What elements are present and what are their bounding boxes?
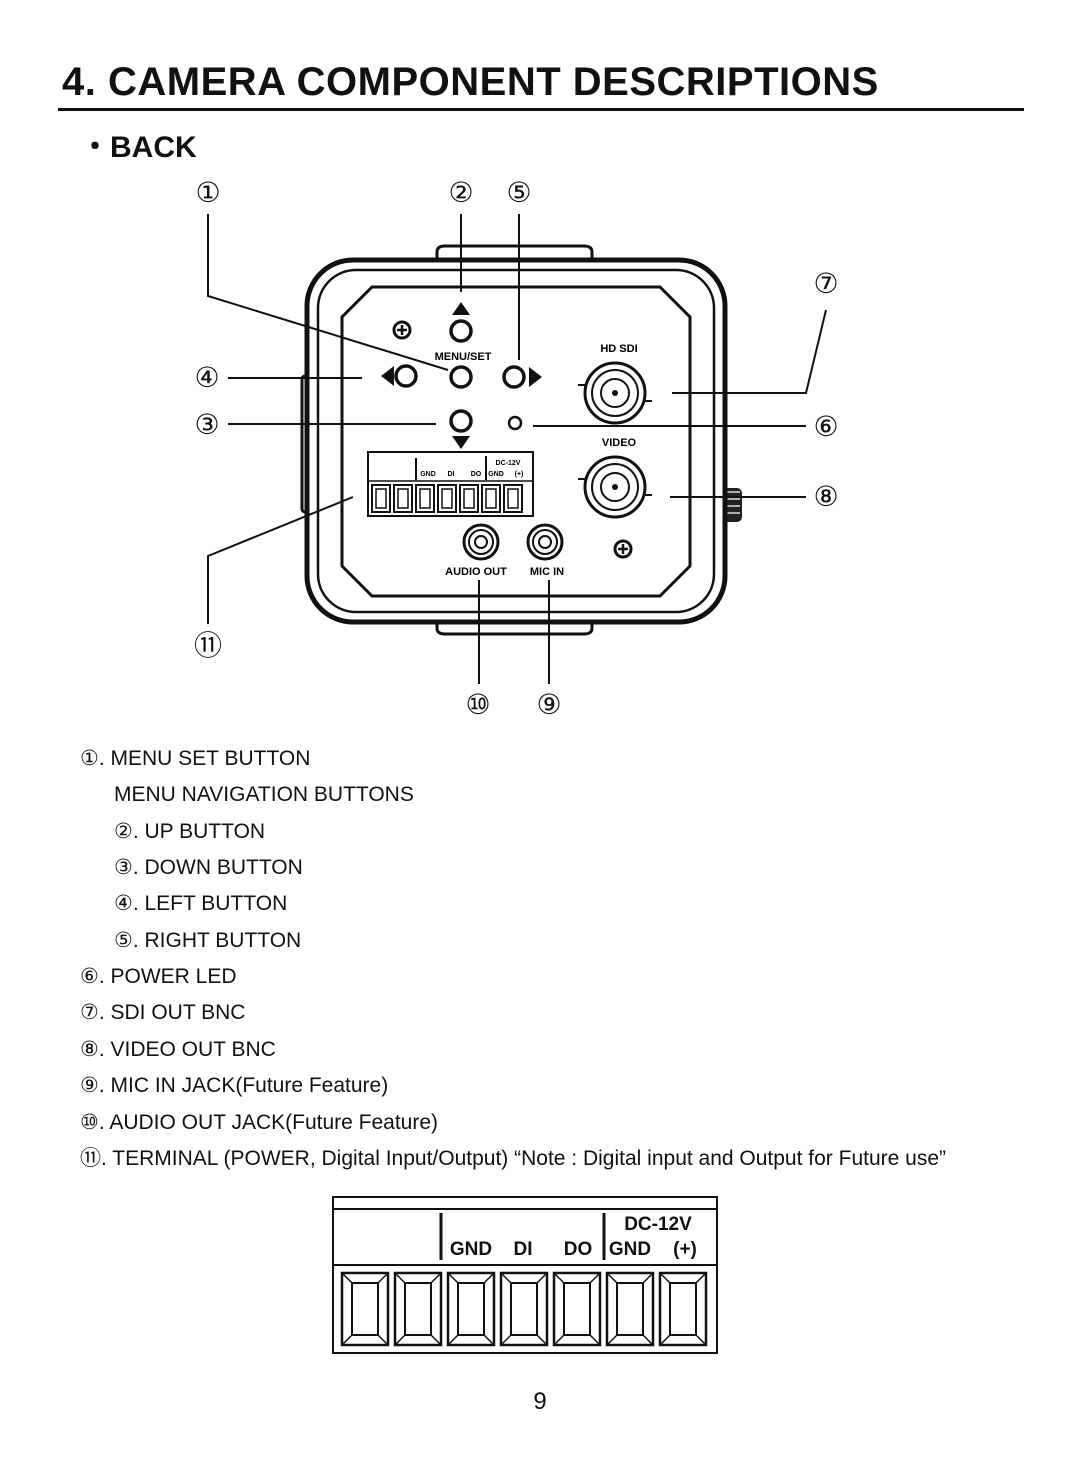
terminal-dc-label: DC-12V xyxy=(624,1214,692,1235)
legend-item: ⑤. RIGHT BUTTON xyxy=(114,929,302,952)
terminal-small-gnd2-label: GND xyxy=(488,471,504,478)
camera-back-diagram: MENU/SET HD SDI VIDEO DC-12V GND DI DO G… xyxy=(194,176,839,721)
power-led xyxy=(507,415,523,431)
terminal-pin xyxy=(340,1271,390,1347)
callout-1: ① xyxy=(195,176,220,209)
audio-out-label: AUDIO OUT xyxy=(445,566,507,578)
callout-9: ⑨ xyxy=(536,688,561,721)
menu-set-label: MENU/SET xyxy=(435,351,492,363)
camera-body-mid xyxy=(316,268,716,614)
video-label: VIDEO xyxy=(602,437,637,449)
leader-line-7 xyxy=(672,309,827,394)
legend-item: ⑩. AUDIO OUT JACK(Future Feature) xyxy=(80,1111,439,1134)
legend-item: ⑥. POWER LED xyxy=(80,965,237,988)
callout-2: ② xyxy=(448,176,473,209)
terminal-pin xyxy=(446,1271,496,1347)
down-button xyxy=(449,409,473,433)
legend-item: ②. UP BUTTON xyxy=(114,820,266,843)
terminal-pin xyxy=(552,1271,602,1347)
up-button xyxy=(449,319,473,343)
callout-3: ③ xyxy=(194,408,219,441)
leader-line-11 xyxy=(207,496,354,624)
section-heading: ・BACK xyxy=(80,131,197,164)
terminal-pin xyxy=(658,1271,708,1347)
terminal-pin xyxy=(499,1271,549,1347)
terminal-pin xyxy=(605,1271,655,1347)
callout-8: ⑧ xyxy=(813,480,838,513)
terminal-small-di-label: DI xyxy=(448,471,455,478)
screw-icon xyxy=(613,539,633,559)
terminal-block-small: DC-12V GND DI DO GND (+) xyxy=(367,451,534,517)
callout-11: ⑪ xyxy=(194,629,222,662)
callout-4: ④ xyxy=(194,361,219,394)
mic-in-jack xyxy=(526,523,564,561)
terminal-pin xyxy=(393,1271,443,1347)
up-arrow-icon xyxy=(452,302,470,315)
page-number: 9 xyxy=(533,1388,547,1415)
hd-sdi-label: HD SDI xyxy=(600,343,637,355)
terminal-di-label: DI xyxy=(514,1239,533,1260)
right-arrow-icon xyxy=(529,367,542,387)
terminal-small-dc-label: DC-12V xyxy=(496,460,521,467)
terminal-gnd2-label: GND xyxy=(609,1239,651,1260)
audio-out-jack xyxy=(462,523,500,561)
terminal-do-label: DO xyxy=(564,1239,593,1260)
legend-item: ③. DOWN BUTTON xyxy=(114,856,303,879)
terminal-plus-label: (+) xyxy=(673,1239,697,1260)
legend-item: ⑨. MIC IN JACK(Future Feature) xyxy=(80,1074,389,1097)
terminal-small-plus-label: (+) xyxy=(515,471,524,478)
right-button xyxy=(502,365,526,389)
legend-item: ⑧. VIDEO OUT BNC xyxy=(80,1038,276,1061)
mic-in-label: MIC IN xyxy=(530,566,564,578)
callout-5: ⑤ xyxy=(506,176,531,209)
callout-7: ⑦ xyxy=(813,267,838,300)
callout-6: ⑥ xyxy=(813,410,838,443)
sdi-bnc-connector xyxy=(578,361,652,425)
screw-icon xyxy=(392,320,412,340)
legend-item: ⑦. SDI OUT BNC xyxy=(80,1001,246,1024)
left-arrow-icon xyxy=(381,366,394,386)
down-arrow-icon xyxy=(452,436,470,449)
terminal-gnd1-label: GND xyxy=(450,1239,492,1260)
legend-item: ①. MENU SET BUTTON xyxy=(80,747,311,770)
legend-item: MENU NAVIGATION BUTTONS xyxy=(114,783,414,806)
menu-set-button xyxy=(449,365,473,389)
legend-item: ④. LEFT BUTTON xyxy=(114,892,288,915)
video-bnc-connector xyxy=(578,455,652,519)
terminal-small-gnd1-label: GND xyxy=(420,471,436,478)
terminal-small-do-label: DO xyxy=(471,471,482,478)
callout-10: ⑩ xyxy=(465,688,490,721)
page-title: 4. CAMERA COMPONENT DESCRIPTIONS xyxy=(62,60,879,104)
left-button xyxy=(394,364,418,388)
legend-item: ⑪. TERMINAL (POWER, Digital Input/Output… xyxy=(80,1147,947,1170)
title-rule xyxy=(58,108,1024,111)
leader-line-1 xyxy=(207,214,449,371)
